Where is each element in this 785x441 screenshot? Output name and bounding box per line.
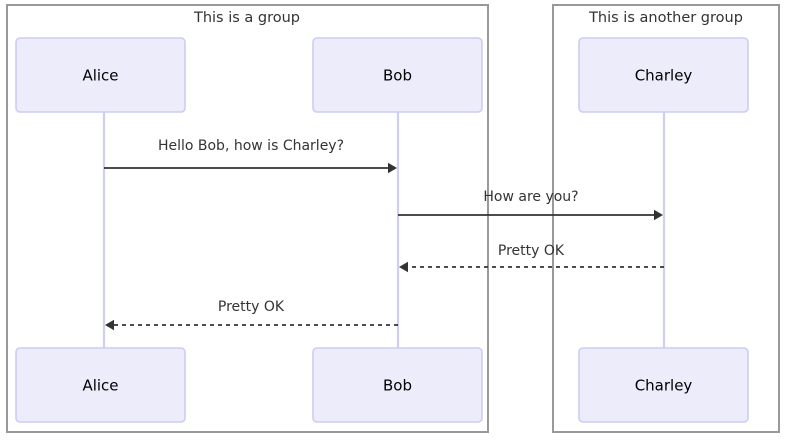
actor-label-charley-top: Charley [635,67,693,85]
message-label-3: Pretty OK [498,243,565,259]
message-arrowhead-3 [399,261,408,273]
actor-label-alice-top: Alice [82,67,118,85]
actor-box-alice-top[interactable] [15,37,186,113]
actor-label-bob-top: Bob [383,67,412,85]
message-label-2: How are you? [483,189,578,205]
actor-label-charley-bottom: Charley [635,377,693,395]
actor-label-bob-bottom: Bob [383,377,412,395]
actor-label-alice-bottom: Alice [82,377,118,395]
message-arrowhead-1 [388,162,397,174]
group-title-2: This is another group [588,10,743,26]
actor-box-bob-bottom[interactable] [312,347,483,423]
actor-box-charley-top[interactable] [578,37,749,113]
actor-charley-top[interactable]: Charley [578,37,749,113]
actor-box-bob-top[interactable] [312,37,483,113]
lifelines-layer [102,112,666,348]
actor-bob-bottom[interactable]: Bob [312,347,483,423]
messages-layer: Hello Bob, how is Charley? How are you? Pr… [104,138,664,331]
message-4[interactable]: Pretty OK [105,299,398,331]
message-label-1: Hello Bob, how is Charley? [158,138,344,154]
actor-box-charley-bottom[interactable] [578,347,749,423]
message-arrowhead-4 [105,319,114,331]
group-title-1: This is a group [193,10,300,26]
actor-box-alice-bottom[interactable] [15,347,186,423]
actor-alice-top[interactable]: Alice [15,37,186,113]
message-3[interactable]: Pretty OK [399,243,664,273]
actor-bob-top[interactable]: Bob [312,37,483,113]
message-arrowhead-2 [654,209,663,221]
message-1[interactable]: Hello Bob, how is Charley? [104,138,397,174]
actor-alice-bottom[interactable]: Alice [15,347,186,423]
actor-charley-bottom[interactable]: Charley [578,347,749,423]
message-label-4: Pretty OK [218,299,285,315]
message-2[interactable]: How are you? [398,189,663,221]
